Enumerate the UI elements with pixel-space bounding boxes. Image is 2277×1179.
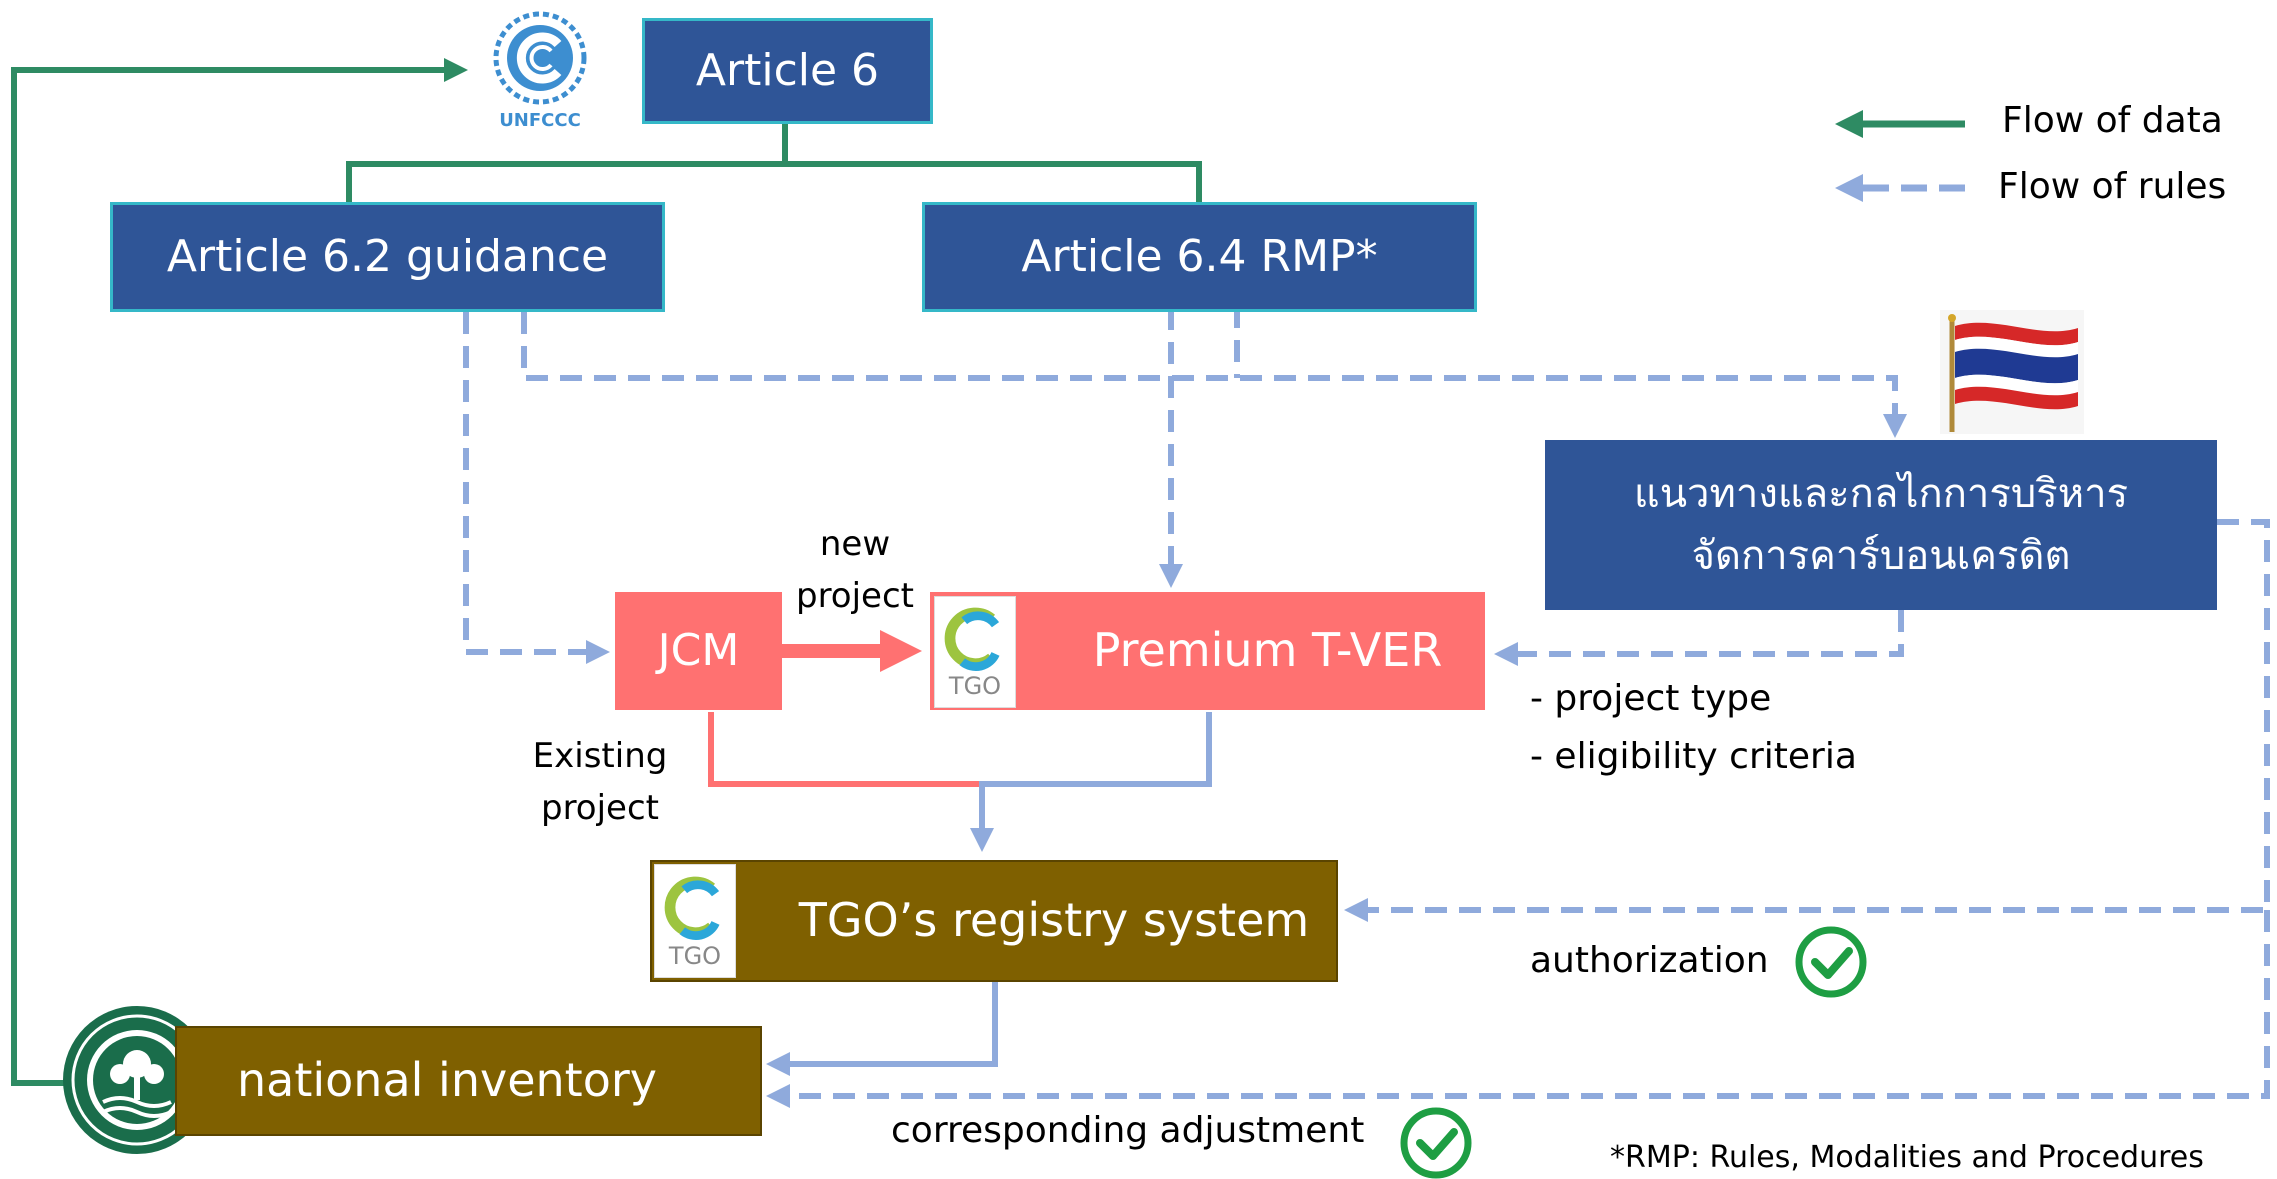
article-6-2-label: Article 6.2 guidance [166,230,609,282]
corresponding-adjustment-label: corresponding adjustment [891,1110,1365,1151]
criteria-eligibility: - eligibility criteria [1530,736,1857,777]
article-6-4-label: Article 6.4 RMP* [1021,230,1378,282]
existing-project-label-2: project [540,788,659,828]
new-project-label-1: new [819,524,891,564]
article-6-label: Article 6 [695,44,880,96]
rules-corresponding-adjustment [766,910,2270,1108]
existing-project-label-1: Existing [532,736,668,776]
inventory-box[interactable]: national inventory [175,1026,762,1136]
tgo-wordmark-premium: TGO [948,672,1002,700]
thai-guideline-line-1: แนวทางและกลไกการบริหาร [1633,471,2129,517]
premium-tver-label: Premium T-VER [1092,623,1443,678]
tgo-mark-icon [944,607,1000,671]
article-6-2-box[interactable]: Article 6.2 guidance [110,202,665,312]
adjustment-check-icon [1400,1107,1472,1179]
tgo-mark-icon [664,876,720,940]
tgo-wordmark-registry: TGO [668,942,722,970]
unfccc-logo [476,8,604,136]
registry-label: TGO’s registry system [798,893,1310,948]
thai-flag-icon [1940,310,2084,434]
legend-data-label: Flow of data [2002,100,2223,141]
authorization-check-icon [1795,926,1867,998]
rules-authorization [1344,519,2270,922]
jcm-box[interactable]: JCM [615,592,782,710]
authorization-label: authorization [1530,940,1769,981]
article-6-box[interactable]: Article 6 [642,18,933,124]
criteria-project-type: - project type [1530,678,1772,719]
new-project-label-2: project [795,576,914,616]
rules-thai-to-premium [1494,610,1904,666]
registry-box[interactable]: TGO’s registry system [650,860,1338,982]
legend-rules-label: Flow of rules [1998,166,2227,207]
tree-connector [346,161,1202,202]
tgo-logo-registry [654,864,736,978]
rules-62-to-jcm [463,312,610,664]
inventory-label: national inventory [237,1053,657,1108]
thai-guideline-box[interactable]: แนวทางและกลไกการบริหาร จัดการคาร์บอนเครด… [1545,440,2217,610]
unfccc-wordmark: UNFCCC [499,110,581,131]
article-6-4-box[interactable]: Article 6.4 RMP* [922,202,1477,312]
premium-to-registry [970,712,1212,852]
thai-guideline-line-2: จัดการคาร์บอนเครดิต [1691,533,2071,579]
tgo-logo-premium [934,596,1016,708]
dcce-seal-logo [63,1006,211,1154]
jcm-label: JCM [657,624,740,676]
rules-62-to-thai [521,312,1907,438]
existing-project-line [708,712,982,787]
footnote: *RMP: Rules, Modalities and Procedures [1610,1140,2204,1175]
registry-to-inventory [766,982,998,1076]
premium-tver-box[interactable]: Premium T-VER [930,592,1485,710]
data-flow-inventory-to-unfccc [11,58,468,1086]
